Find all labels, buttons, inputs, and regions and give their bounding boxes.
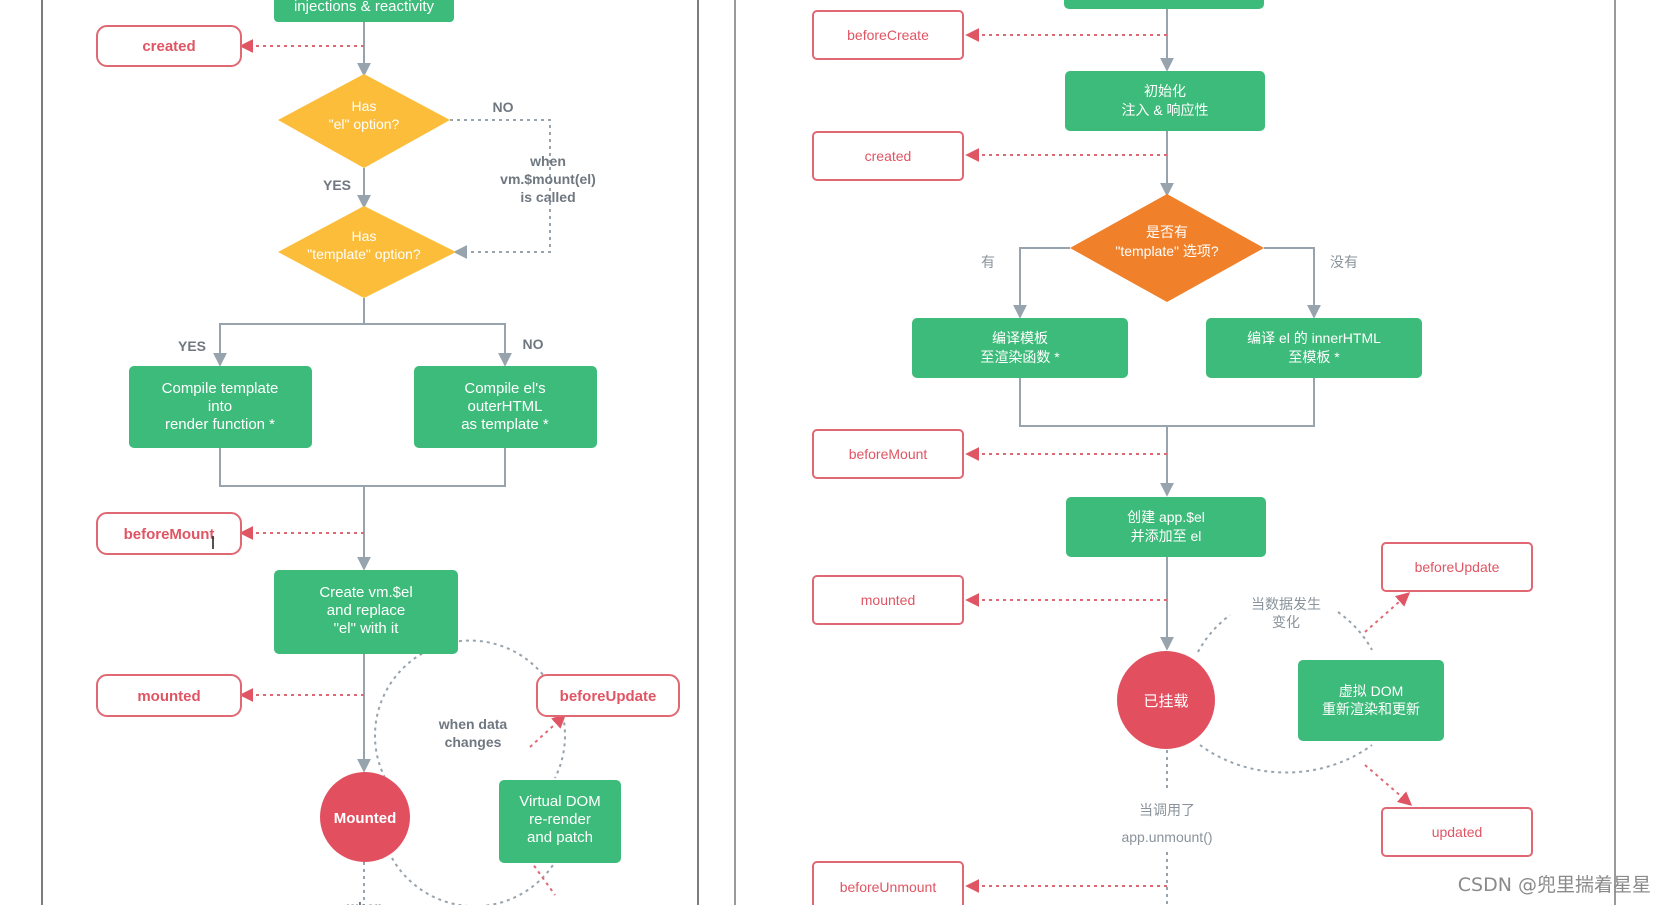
right-vdom-line2: 重新渲染和更新 bbox=[1322, 701, 1420, 717]
left-create-el-line2: and replace bbox=[327, 602, 405, 619]
left-compile-el-node bbox=[414, 366, 597, 448]
left-create-el-node bbox=[274, 570, 458, 654]
right-label-data-changes-2: 变化 bbox=[1272, 614, 1300, 630]
left-lifecycle-diagram: injections & reactivity Has "el" option?… bbox=[41, 0, 699, 905]
text-cursor-icon: I bbox=[210, 533, 215, 553]
left-init-node bbox=[274, 0, 454, 22]
right-hook-before-update bbox=[1381, 542, 1533, 592]
left-has-el-line2: "el" option? bbox=[329, 116, 400, 132]
right-compile-template-line2: 至渲染函数 * bbox=[980, 349, 1060, 365]
left-create-el-line3: "el" with it bbox=[334, 620, 400, 637]
left-label-when-mount-2: vm.$mount(el) bbox=[500, 171, 596, 187]
right-hook-created bbox=[812, 131, 964, 181]
right-init-line1: 初始化 bbox=[1144, 83, 1186, 99]
left-has-template-decision bbox=[278, 206, 456, 298]
right-hook-before-mount-label: beforeMount bbox=[849, 446, 928, 462]
right-label-no: 没有 bbox=[1330, 254, 1358, 270]
right-has-template-line2: "template" 选项? bbox=[1115, 243, 1219, 259]
right-vdom-node bbox=[1298, 660, 1444, 741]
left-compile-template-line3: render function * bbox=[165, 416, 275, 433]
right-lifecycle-diagram: 初始化 注入 & 响应性 是否有 "template" 选项? 编译模板 至渲染… bbox=[734, 0, 1616, 905]
left-vdom-node bbox=[499, 780, 621, 863]
left-label-when-bottom: when bbox=[346, 899, 383, 905]
right-hook-mounted-label: mounted bbox=[861, 592, 915, 608]
left-label-yes-1: YES bbox=[323, 177, 351, 193]
left-compile-el-line3: as template * bbox=[461, 416, 549, 433]
right-hook-before-create bbox=[812, 10, 964, 60]
left-hook-before-mount-label: beforeMount bbox=[124, 526, 215, 543]
right-hook-before-unmount-label: beforeUnmount bbox=[840, 879, 937, 895]
left-hook-before-update bbox=[536, 674, 680, 717]
right-create-el-node bbox=[1066, 497, 1266, 557]
left-hook-mounted bbox=[96, 674, 242, 717]
right-init-line2: 注入 & 响应性 bbox=[1121, 102, 1208, 118]
left-compile-template-node bbox=[129, 366, 312, 448]
right-hook-before-create-label: beforeCreate bbox=[847, 27, 929, 43]
left-label-no-1: NO bbox=[493, 99, 514, 115]
right-hook-created-label: created bbox=[865, 148, 912, 164]
right-mounted-circle bbox=[1117, 651, 1215, 749]
left-label-when-mount-3: is called bbox=[520, 189, 575, 205]
left-vdom-line1: Virtual DOM bbox=[519, 793, 600, 810]
right-compile-template-line1: 编译模板 bbox=[992, 330, 1048, 346]
left-compile-template-line2: into bbox=[208, 398, 232, 415]
right-hook-updated bbox=[1381, 807, 1533, 857]
left-init-label: injections & reactivity bbox=[294, 0, 435, 15]
right-top-node bbox=[1064, 0, 1264, 9]
left-hook-before-update-label: beforeUpdate bbox=[560, 688, 657, 705]
right-mounted-circle-label: 已挂载 bbox=[1143, 693, 1188, 710]
right-compile-el-line2: 至模板 * bbox=[1288, 349, 1340, 365]
right-hook-updated-label: updated bbox=[1432, 824, 1483, 840]
left-label-no-2: NO bbox=[523, 336, 544, 352]
left-label-data-changes-1: when data bbox=[438, 716, 508, 732]
left-mounted-circle bbox=[320, 772, 410, 862]
left-has-template-line2: "template" option? bbox=[307, 246, 421, 262]
left-label-yes-2: YES bbox=[178, 338, 206, 354]
right-label-unmount-fn: app.unmount() bbox=[1121, 829, 1212, 845]
left-hook-mounted-label: mounted bbox=[137, 688, 200, 705]
right-label-unmount-called: 当调用了 bbox=[1139, 802, 1195, 818]
right-compile-el-node bbox=[1206, 318, 1422, 378]
left-compile-template-line1: Compile template bbox=[162, 380, 279, 397]
left-compile-el-line1: Compile el's bbox=[464, 380, 545, 397]
left-has-el-line1: Has bbox=[352, 98, 377, 114]
left-vdom-line3: and patch bbox=[527, 829, 593, 846]
right-hook-mounted bbox=[812, 575, 964, 625]
right-hook-before-unmount bbox=[812, 861, 964, 905]
right-compile-template-node bbox=[912, 318, 1128, 378]
right-label-data-changes-1: 当数据发生 bbox=[1251, 596, 1321, 612]
left-has-template-line1: Has bbox=[352, 228, 377, 244]
left-label-data-changes-2: changes bbox=[445, 734, 502, 750]
left-hook-created bbox=[96, 25, 242, 67]
left-hook-created-label: created bbox=[142, 38, 195, 55]
right-create-el-line1: 创建 app.$el bbox=[1127, 509, 1205, 525]
left-vdom-line2: re-render bbox=[529, 811, 591, 828]
right-vdom-line1: 虚拟 DOM bbox=[1339, 683, 1404, 699]
left-compile-el-line2: outerHTML bbox=[467, 398, 542, 415]
right-has-template-line1: 是否有 bbox=[1146, 224, 1188, 240]
left-hook-before-mount bbox=[96, 512, 242, 555]
right-hook-before-mount bbox=[812, 429, 964, 479]
left-mounted-circle-label: Mounted bbox=[334, 810, 396, 827]
right-label-yes: 有 bbox=[981, 254, 995, 270]
right-hook-before-update-label: beforeUpdate bbox=[1415, 559, 1500, 575]
right-compile-el-line1: 编译 el 的 innerHTML bbox=[1247, 330, 1381, 346]
watermark: CSDN @兜里揣着星星 bbox=[1457, 874, 1651, 896]
right-init-node bbox=[1065, 71, 1265, 131]
left-create-el-line1: Create vm.$el bbox=[319, 584, 412, 601]
right-create-el-line2: 并添加至 el bbox=[1131, 528, 1202, 544]
left-has-el-decision bbox=[278, 74, 450, 168]
left-label-when-mount-1: when bbox=[529, 153, 566, 169]
right-has-template-decision bbox=[1070, 194, 1264, 302]
